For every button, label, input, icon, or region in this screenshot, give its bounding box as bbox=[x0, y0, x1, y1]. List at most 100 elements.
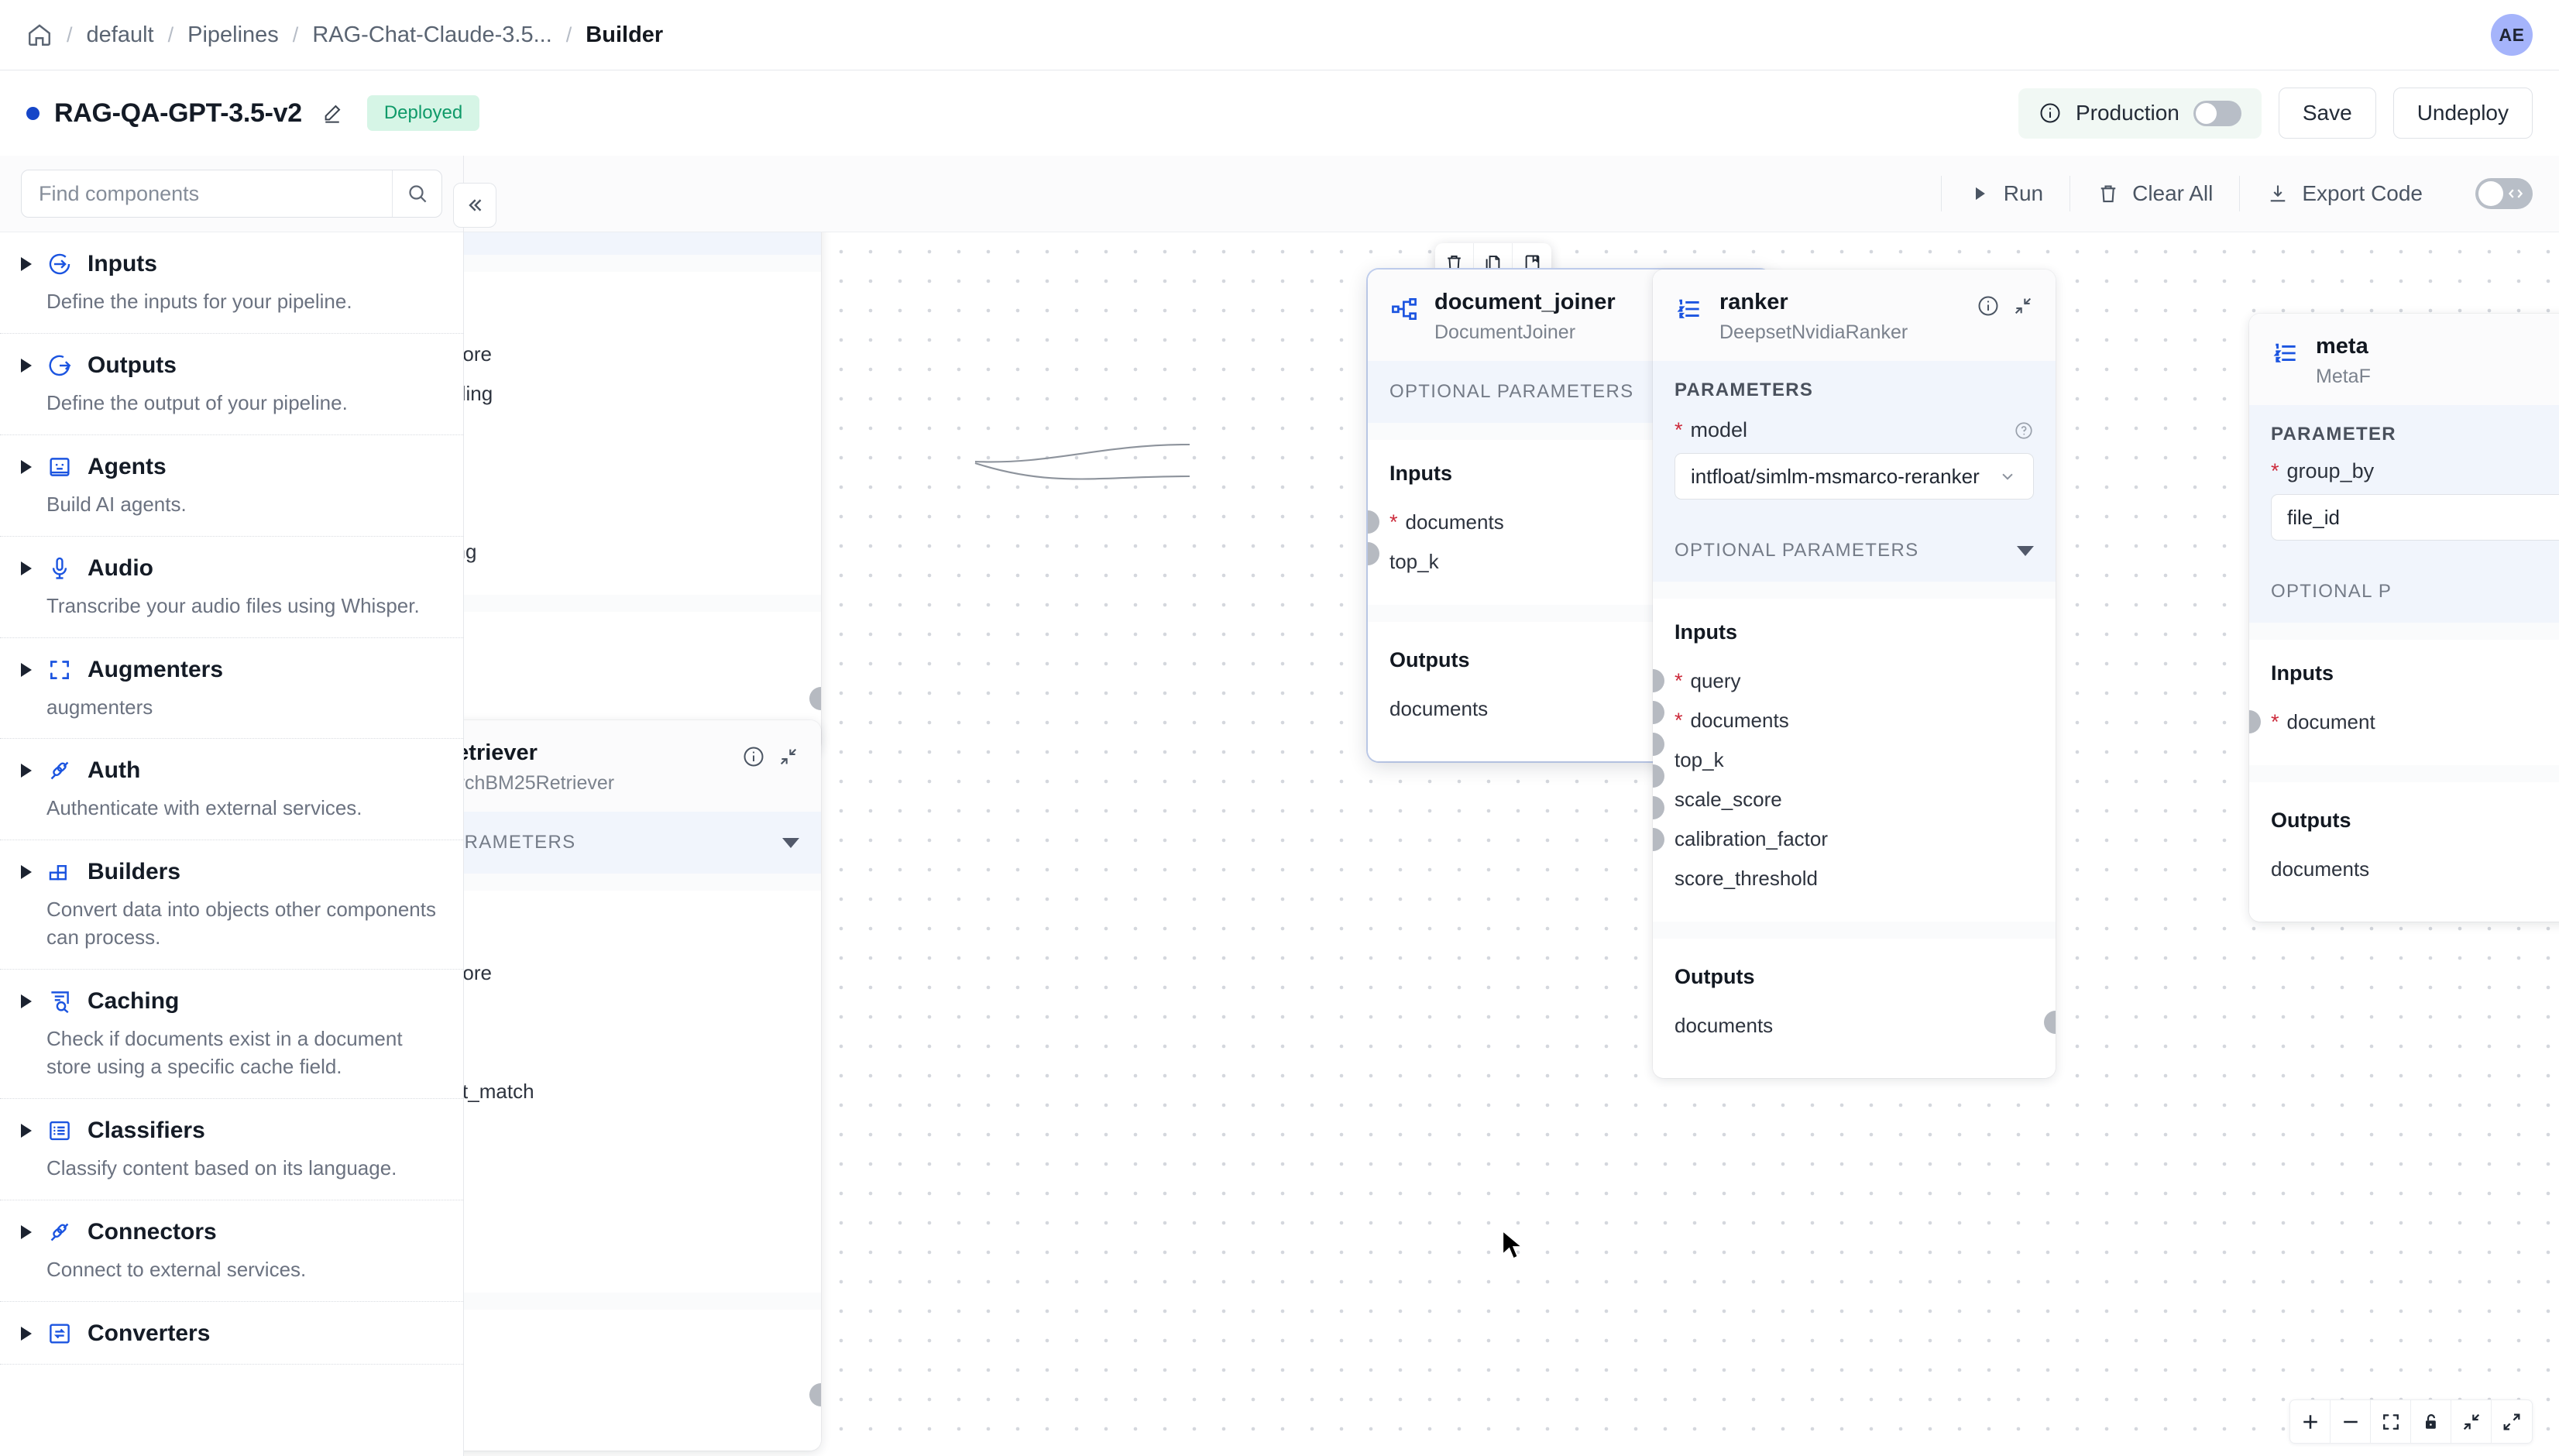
port-handle[interactable] bbox=[1653, 828, 1664, 852]
search-icon[interactable] bbox=[392, 170, 441, 217]
input-port[interactable]: top_k bbox=[1368, 542, 1749, 582]
chevron-right-icon[interactable] bbox=[21, 1224, 32, 1239]
input-port[interactable]: top_k bbox=[464, 453, 799, 493]
pencil-icon[interactable] bbox=[302, 101, 344, 125]
model-select[interactable]: intfloat/simlm-msmarco-reranker bbox=[1675, 453, 2034, 500]
port-handle[interactable] bbox=[1653, 669, 1664, 693]
input-port[interactable]: calibration_factor bbox=[1653, 796, 2034, 859]
run-button[interactable]: Run bbox=[1940, 176, 2070, 211]
code-view-toggle[interactable] bbox=[2475, 178, 2533, 209]
zoom-controls[interactable] bbox=[2289, 1399, 2533, 1444]
breadcrumb-item-default[interactable]: default bbox=[86, 22, 154, 47]
input-port[interactable]: all_terms_must_match bbox=[464, 1072, 799, 1111]
duplicate-node-button[interactable] bbox=[1474, 243, 1513, 282]
pipeline-canvas[interactable]: Inputs *document_store query_embedding f… bbox=[464, 232, 2559, 1456]
optional-parameters-row[interactable]: OPTIONAL PARAMETERS bbox=[1653, 520, 2056, 582]
sidebar-item-auth[interactable]: Auth Authenticate with external services… bbox=[0, 739, 463, 841]
port-handle[interactable] bbox=[1653, 764, 1664, 788]
sidebar-item-classifiers[interactable]: Classifiers Classify content based on it… bbox=[0, 1099, 463, 1200]
output-port[interactable]: documents bbox=[1675, 1006, 2056, 1046]
clear-all-button[interactable]: Clear All bbox=[2070, 176, 2239, 211]
expand-all-button[interactable] bbox=[2492, 1400, 2532, 1443]
sidebar-item-augmenters[interactable]: Augmenters augmenters bbox=[0, 638, 463, 740]
chevron-right-icon[interactable] bbox=[21, 358, 32, 373]
chevron-right-icon[interactable] bbox=[21, 865, 32, 880]
node-header[interactable]: ranker DeepsetNvidiaRanker bbox=[1653, 270, 2056, 362]
input-port[interactable]: score_threshold bbox=[1653, 828, 2034, 898]
collapse-sidebar-button[interactable] bbox=[453, 183, 496, 228]
port-handle[interactable] bbox=[1653, 701, 1664, 725]
chevron-right-icon[interactable] bbox=[21, 1123, 32, 1138]
collapse-all-button[interactable] bbox=[2451, 1400, 2492, 1443]
node-bm25-retriever[interactable]: bm25_retriever OpenSearchBM25Retriever O… bbox=[464, 720, 821, 1451]
sidebar-item-connectors[interactable]: Connectors Connect to external services. bbox=[0, 1200, 463, 1302]
home-icon[interactable] bbox=[26, 22, 53, 48]
breadcrumb-item-pipelines[interactable]: Pipelines bbox=[187, 22, 279, 47]
output-port[interactable]: documents bbox=[464, 1377, 821, 1417]
input-port[interactable]: *document_store bbox=[464, 953, 799, 993]
sidebar-item-agents[interactable]: Agents Build AI agents. bbox=[0, 435, 463, 537]
zoom-in-button[interactable] bbox=[2290, 1400, 2331, 1443]
sidebar-item-inputs[interactable]: Inputs Define the inputs for your pipeli… bbox=[0, 232, 463, 334]
node-meta-ranker[interactable]: meta MetaF PARAMETER * group_by file_id … bbox=[2249, 314, 2559, 922]
input-port[interactable]: *document bbox=[2249, 702, 2559, 742]
input-port[interactable]: *documents bbox=[1653, 701, 2034, 740]
node-header[interactable]: meta MetaF bbox=[2249, 314, 2559, 406]
port-handle[interactable] bbox=[1368, 510, 1379, 534]
input-port[interactable]: efficient_filtering bbox=[464, 532, 799, 572]
optional-parameters-row[interactable]: OPTIONAL PARAMETERS bbox=[464, 812, 821, 874]
input-port[interactable]: *document_store bbox=[464, 335, 799, 374]
input-port[interactable]: *query bbox=[1653, 661, 2034, 701]
input-port[interactable]: filters bbox=[464, 414, 799, 453]
chevron-right-icon[interactable] bbox=[21, 459, 32, 474]
output-port[interactable]: documents bbox=[464, 681, 821, 720]
sidebar-item-audio[interactable]: Audio Transcribe your audio files using … bbox=[0, 537, 463, 638]
fit-view-button[interactable] bbox=[2371, 1400, 2411, 1443]
node-embedding-retriever[interactable]: Inputs *document_store query_embedding f… bbox=[464, 232, 821, 753]
info-icon[interactable] bbox=[742, 745, 765, 768]
search-input[interactable] bbox=[22, 181, 392, 206]
node-ranker[interactable]: ranker DeepsetNvidiaRanker PARAMETERS * … bbox=[1653, 270, 2056, 1079]
zoom-out-button[interactable] bbox=[2331, 1400, 2371, 1443]
input-port[interactable]: top_k bbox=[464, 1111, 799, 1151]
help-icon[interactable] bbox=[2014, 421, 2034, 441]
production-toggle[interactable] bbox=[2193, 100, 2241, 126]
chevron-down-icon[interactable] bbox=[2017, 545, 2034, 556]
optional-parameters-row[interactable] bbox=[464, 232, 821, 255]
sidebar-item-outputs[interactable]: Outputs Define the output of your pipeli… bbox=[0, 334, 463, 435]
save-button[interactable]: Save bbox=[2278, 88, 2376, 139]
port-handle[interactable] bbox=[809, 1383, 821, 1407]
port-handle[interactable] bbox=[2044, 1011, 2056, 1035]
lock-button[interactable] bbox=[2411, 1400, 2451, 1443]
production-toggle-group[interactable]: Production bbox=[2018, 88, 2262, 139]
chevron-down-icon[interactable] bbox=[782, 837, 799, 848]
node-header[interactable]: bm25_retriever OpenSearchBM25Retriever bbox=[464, 720, 821, 812]
sidebar-item-converters[interactable]: Converters bbox=[0, 1302, 463, 1365]
input-port[interactable]: scale_score bbox=[464, 1190, 799, 1230]
input-port[interactable]: top_k bbox=[1653, 733, 2034, 780]
undeploy-button[interactable]: Undeploy bbox=[2392, 88, 2533, 139]
collapse-icon[interactable] bbox=[778, 746, 799, 767]
input-port[interactable]: query bbox=[464, 993, 799, 1032]
collapse-icon[interactable] bbox=[2012, 295, 2034, 317]
input-port[interactable]: scale_score bbox=[1653, 764, 2034, 819]
port-handle[interactable] bbox=[1368, 542, 1379, 566]
input-port[interactable]: *documents bbox=[1368, 503, 1749, 542]
chevron-right-icon[interactable] bbox=[21, 561, 32, 575]
breadcrumb-item-builder[interactable]: Builder bbox=[586, 22, 664, 47]
output-port[interactable]: documents bbox=[2271, 850, 2559, 889]
search-box[interactable] bbox=[21, 170, 442, 218]
group-by-select[interactable]: file_id bbox=[2271, 494, 2559, 541]
input-port[interactable]: custom_query bbox=[464, 1230, 799, 1269]
info-icon[interactable] bbox=[1977, 294, 2000, 318]
avatar[interactable]: AE bbox=[2491, 14, 2533, 56]
port-handle[interactable] bbox=[1653, 796, 1664, 820]
input-port[interactable]: custom_query bbox=[464, 493, 799, 532]
chevron-right-icon[interactable] bbox=[21, 662, 32, 677]
input-port[interactable]: filters bbox=[464, 1032, 799, 1072]
sidebar-item-caching[interactable]: Caching Check if documents exist in a do… bbox=[0, 970, 463, 1099]
port-handle[interactable] bbox=[809, 687, 821, 710]
chevron-right-icon[interactable] bbox=[21, 994, 32, 1008]
breadcrumb-item-pipeline-name[interactable]: RAG-Chat-Claude-3.5... bbox=[312, 22, 552, 47]
chevron-right-icon[interactable] bbox=[21, 764, 32, 778]
